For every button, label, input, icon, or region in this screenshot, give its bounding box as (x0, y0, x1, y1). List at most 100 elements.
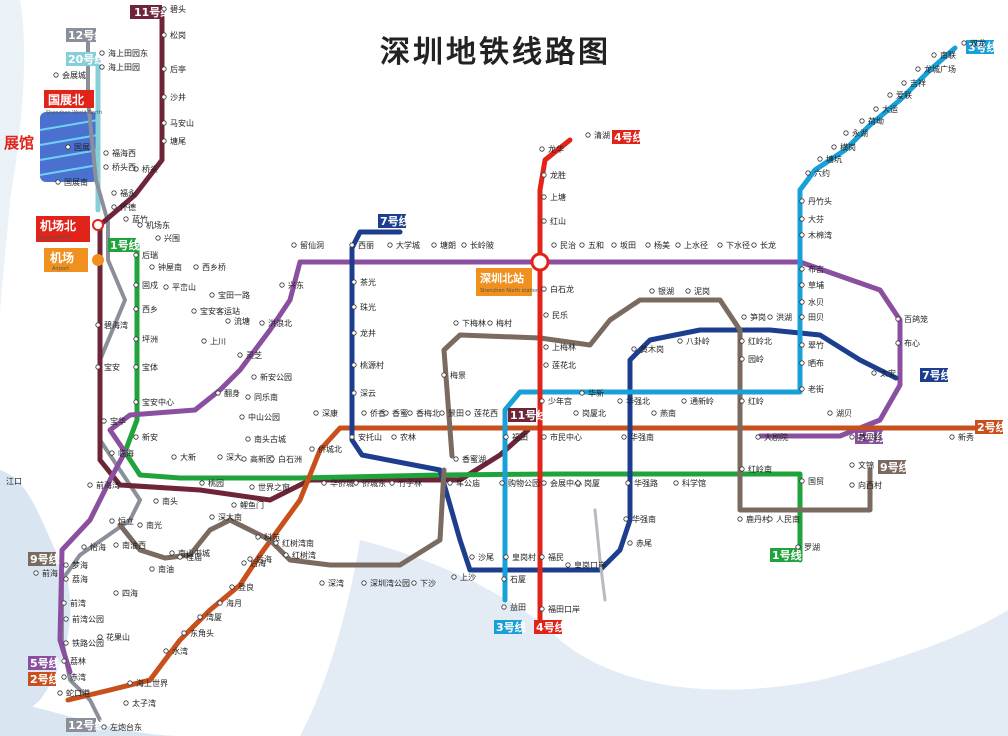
station-label-pingzhou: 坪洲 (142, 335, 158, 344)
station-node-meicun (487, 320, 493, 326)
station-node-shenda (217, 454, 223, 460)
station-node-yishan (81, 544, 87, 550)
station-label-chaguang: 茶光 (360, 277, 376, 287)
station-node-ailian (887, 92, 893, 98)
station-label-shuiwan: 水湾 (172, 646, 188, 656)
station-label-chiwei: 赤尾 (636, 539, 652, 548)
station-label-xili: 西丽 (358, 241, 374, 250)
station-node-hongshan (541, 218, 547, 224)
station-node-shuiwan (163, 648, 169, 654)
badge-line-9-east: 9号线 (880, 460, 910, 474)
station-label-tangwei: 塘尾 (170, 136, 186, 146)
station-node-haishangtianyuandong (99, 50, 105, 56)
badge-line-7-west: 7号线 (380, 214, 410, 228)
station-label-tiebeipark: 铁路公园 (72, 638, 104, 648)
station-label-zhuguang: 珠光 (360, 302, 376, 312)
station-node-shaibu (799, 360, 805, 366)
station-label-fumin: 福民 (548, 553, 564, 562)
station-label-bihaiwan: 碧海湾 (104, 320, 128, 330)
station-node-nanyoux (113, 542, 119, 548)
station-node-lihai (63, 576, 69, 582)
station-label-shajing: 沙井 (170, 92, 186, 102)
station-label-caopu: 草埔 (808, 280, 824, 290)
station-label-mumianwan: 木棉湾 (808, 230, 832, 240)
station-label-baishizhou: 白石洲 (278, 454, 302, 464)
station-node-fuhaixi (103, 150, 109, 156)
station-label-hezheng: 荷坳 (868, 116, 884, 126)
station-label-huaqiaocheng: 华侨城 (330, 478, 354, 488)
station-node-longhua (539, 146, 545, 152)
station-node-hongshanbei (259, 320, 265, 326)
badge-line-2-east: 2号线 (977, 420, 1007, 434)
station-label-lihaix: 荔林 (70, 656, 86, 666)
station-node-baoanzx (133, 399, 139, 405)
station-label-xiasha: 下沙 (420, 579, 436, 588)
station-node-tangwei (161, 138, 167, 144)
station-label-chegongmiao: 车公庙 (456, 478, 480, 488)
station-node-houruistn (133, 252, 139, 258)
station-label-shuangling: 双龙 (970, 38, 986, 48)
station-label-wuhe: 五和 (588, 241, 604, 250)
station-label-meijing: 梅景 (450, 370, 466, 380)
station-node-baoansta (191, 308, 197, 314)
station-label-shixia: 石厦 (510, 575, 526, 584)
station-label-shuibei: 水贝 (808, 297, 824, 307)
station-node-xiameilin (453, 320, 459, 326)
station-label-shatou: 沙尾 (478, 553, 494, 562)
station-node-longsheng (541, 172, 547, 178)
station-node-longchengguangchang (915, 66, 921, 72)
station-node-huanggang (565, 562, 571, 568)
station-label-xixiang: 西乡 (142, 305, 158, 314)
station-label-shaoniangong: 少年宫 (548, 396, 572, 406)
station-label-lianhuaxi: 莲花西 (474, 408, 498, 418)
shenzhen-north-label: 深圳北站 (480, 271, 524, 285)
station-node-yitian (501, 604, 507, 610)
station-label-buji: 布吉 (808, 264, 824, 274)
station-node-taoyuancun (351, 362, 357, 368)
station-label-huaqiangnan-149: 华强南 (632, 514, 656, 524)
line-2-path (65, 425, 988, 703)
station-node-xingdong (155, 235, 161, 241)
station-node-dayun (873, 106, 879, 112)
badge-line-20: 20号线 (68, 52, 105, 66)
station-node-sungang (741, 314, 747, 320)
station-label-fuhaixi: 福海西 (112, 148, 136, 158)
station-label-hengzhou: 横岗 (840, 142, 856, 152)
station-node-shaoniangong (539, 398, 545, 404)
station-label-jixiang: 吉祥 (910, 78, 926, 88)
badge-line-5-west: 5号线 (30, 656, 60, 670)
station-node-tanglang (431, 242, 437, 248)
station-node-honglingzhong (739, 398, 745, 404)
station-node-liutang (225, 318, 231, 324)
station-node-xiameihu (453, 456, 459, 462)
station-label-baotian: 宝田一路 (218, 290, 250, 300)
badge-line-1: 1号线 (110, 238, 140, 252)
station-node-linhai (109, 450, 115, 456)
station-label-longchengguangchang: 龙城广场 (924, 64, 956, 74)
station-label-xinan: 新安 (142, 432, 158, 442)
station-node-cuizhu (799, 342, 805, 348)
station-label-maanshan: 马安山 (170, 118, 194, 128)
station-label-taiziwan: 太子湾 (132, 698, 156, 708)
station-label-tangkeng: 塘坑 (826, 154, 842, 164)
station-node-longjing (351, 330, 357, 336)
station-node-jixiang (901, 80, 907, 86)
station-node-futian (503, 434, 509, 440)
station-label-meicun: 梅村 (496, 318, 512, 328)
station-label-gangxianan: 岗厦 (584, 479, 600, 488)
station-label-nantouguce: 南头 (162, 496, 178, 506)
station-label-huizhancheng: 会展城 (62, 70, 86, 80)
station-node-xinanpark (251, 374, 257, 380)
station-node-huaqiaocheng (321, 480, 327, 486)
station-label-lianhuabei: 莲花北 (552, 360, 576, 370)
station-label-huaxinzhan: 华新 (588, 388, 604, 398)
station-node-lianhuaxi (465, 410, 471, 416)
badge-line-12-bottom: 12号线 (68, 718, 105, 732)
station-node-dongjiaotou (181, 630, 187, 636)
station-label-gouwugongyuan: 购物公园 (508, 478, 540, 488)
station-node-maanshan (161, 120, 167, 126)
airport-north-node (92, 219, 104, 231)
station-node-hongshan2 (767, 314, 773, 320)
station-node-tongle (245, 394, 251, 400)
station-node-gangxia (573, 410, 579, 416)
